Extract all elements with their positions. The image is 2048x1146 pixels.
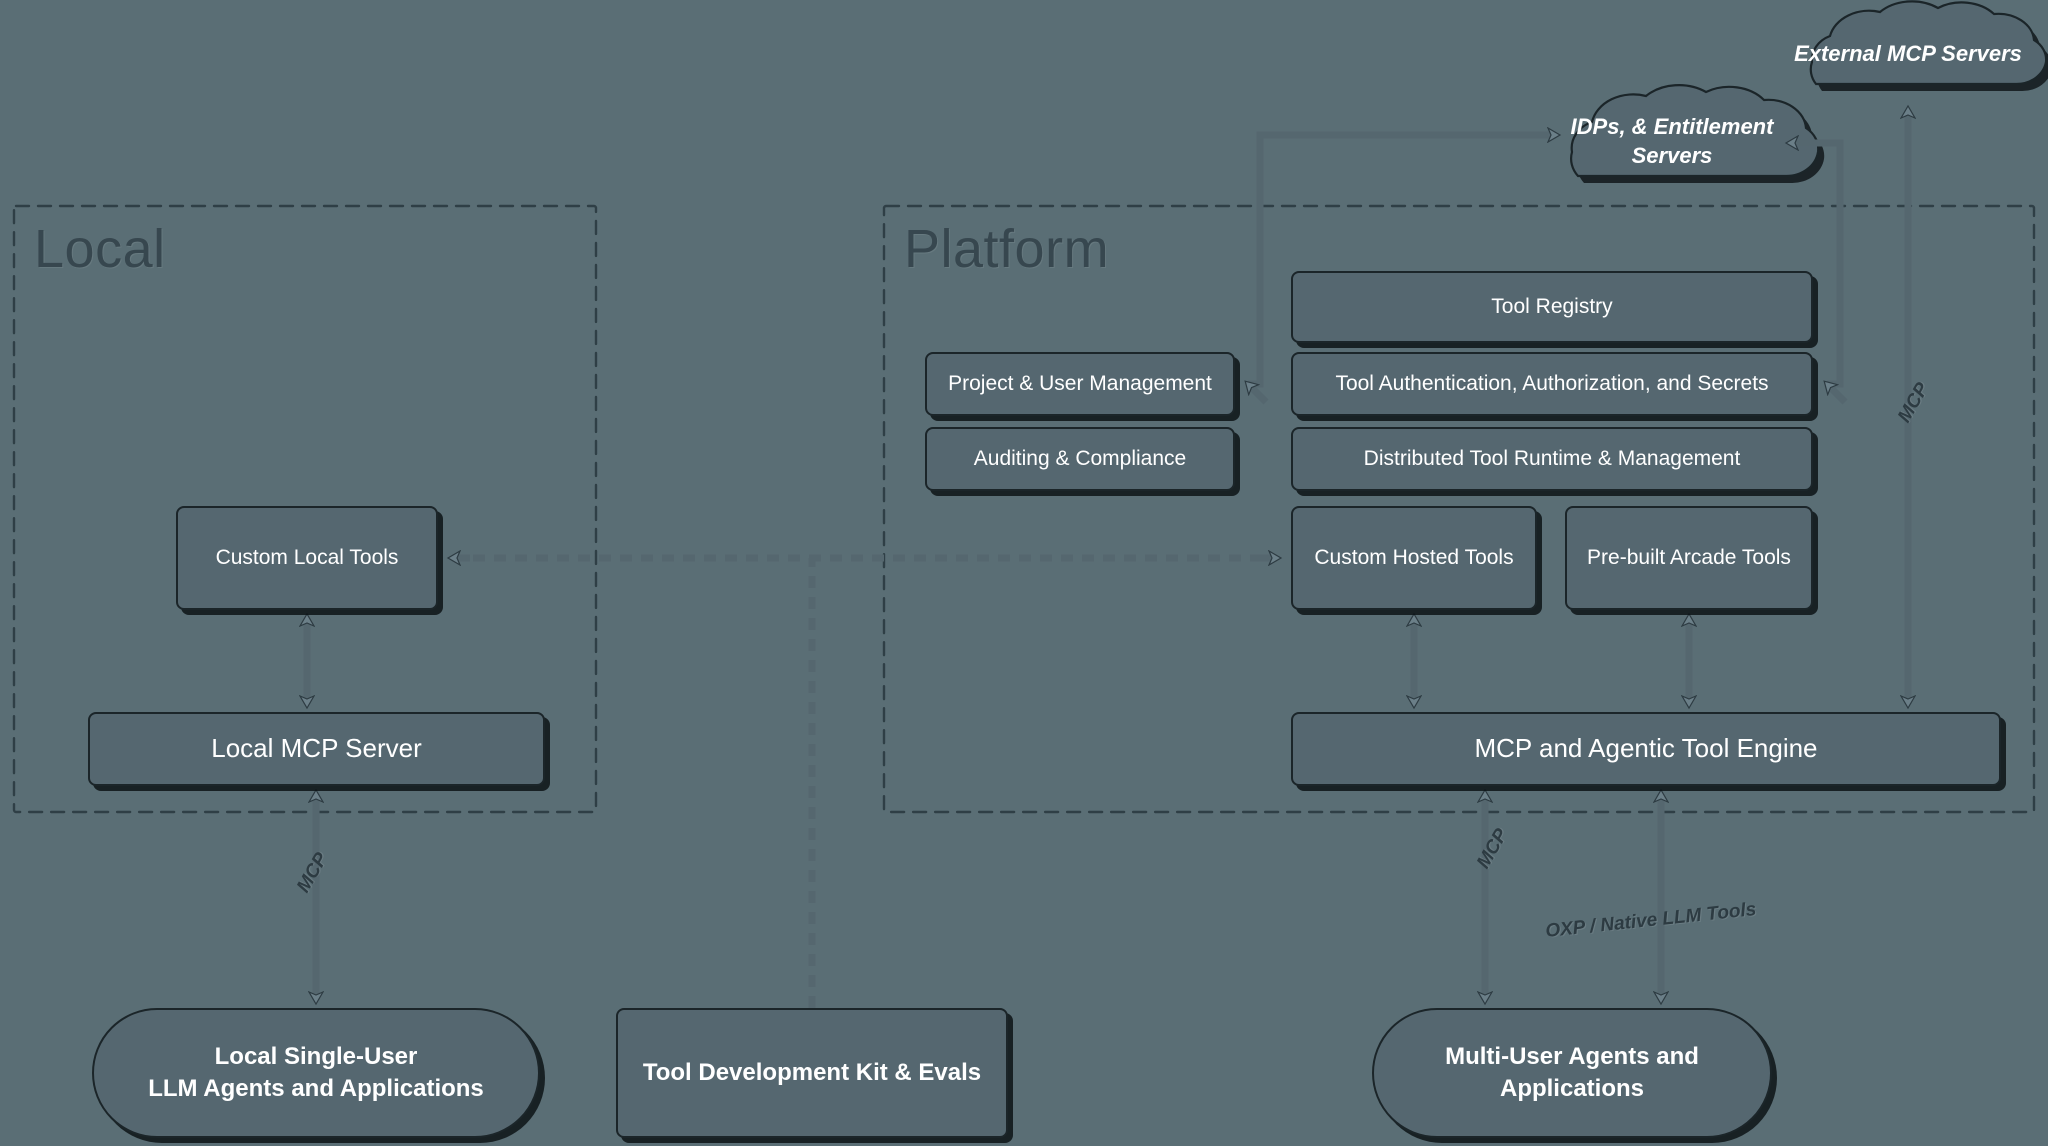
cloud-label-idps-entitlement-servers: IDPs, & Entitlement Servers [1570, 114, 1774, 168]
node-tool-development-kit[interactable]: Tool Development Kit & Evals [616, 1008, 1008, 1138]
group-label-local: Local [34, 219, 166, 279]
node-distributed-tool-runtime[interactable]: Distributed Tool Runtime & Management [1291, 427, 1813, 491]
cloud-label-external-mcp-servers: External MCP Servers [1794, 41, 2022, 66]
edge-label-mcp-local: MCP [293, 849, 333, 897]
node-multi-user-agents[interactable]: Multi-User Agents and Applications [1372, 1008, 1772, 1138]
wire-usermgmt-idps [1248, 131, 1556, 388]
group-label-platform: Platform [904, 219, 1110, 279]
cloud-idps-entitlement-servers [1570, 84, 1825, 184]
node-auditing-compliance[interactable]: Auditing & Compliance [925, 427, 1235, 491]
node-custom-hosted-tools[interactable]: Custom Hosted Tools [1291, 506, 1537, 610]
edge-label-mcp-external: MCP [1894, 379, 1934, 427]
node-local-single-user-agents[interactable]: Local Single-User LLM Agents and Applica… [92, 1008, 540, 1138]
node-tool-registry[interactable]: Tool Registry [1291, 271, 1813, 343]
node-tool-authentication[interactable]: Tool Authentication, Authorization, and … [1291, 352, 1813, 416]
node-mcp-agentic-tool-engine[interactable]: MCP and Agentic Tool Engine [1291, 712, 2001, 786]
node-local-mcp-server[interactable]: Local MCP Server [88, 712, 545, 786]
cloud-external-mcp-servers [1809, 0, 2048, 92]
node-prebuilt-arcade-tools[interactable]: Pre-built Arcade Tools [1565, 506, 1813, 610]
wire-toolauth-idps [1790, 139, 1844, 388]
edge-label-mcp-platform: MCP [1473, 825, 1513, 873]
node-project-user-management[interactable]: Project & User Management [925, 352, 1235, 416]
edge-label-oxp-native-llm-tools: OXP / Native LLM Tools [1544, 898, 1758, 943]
node-custom-local-tools[interactable]: Custom Local Tools [176, 506, 438, 610]
